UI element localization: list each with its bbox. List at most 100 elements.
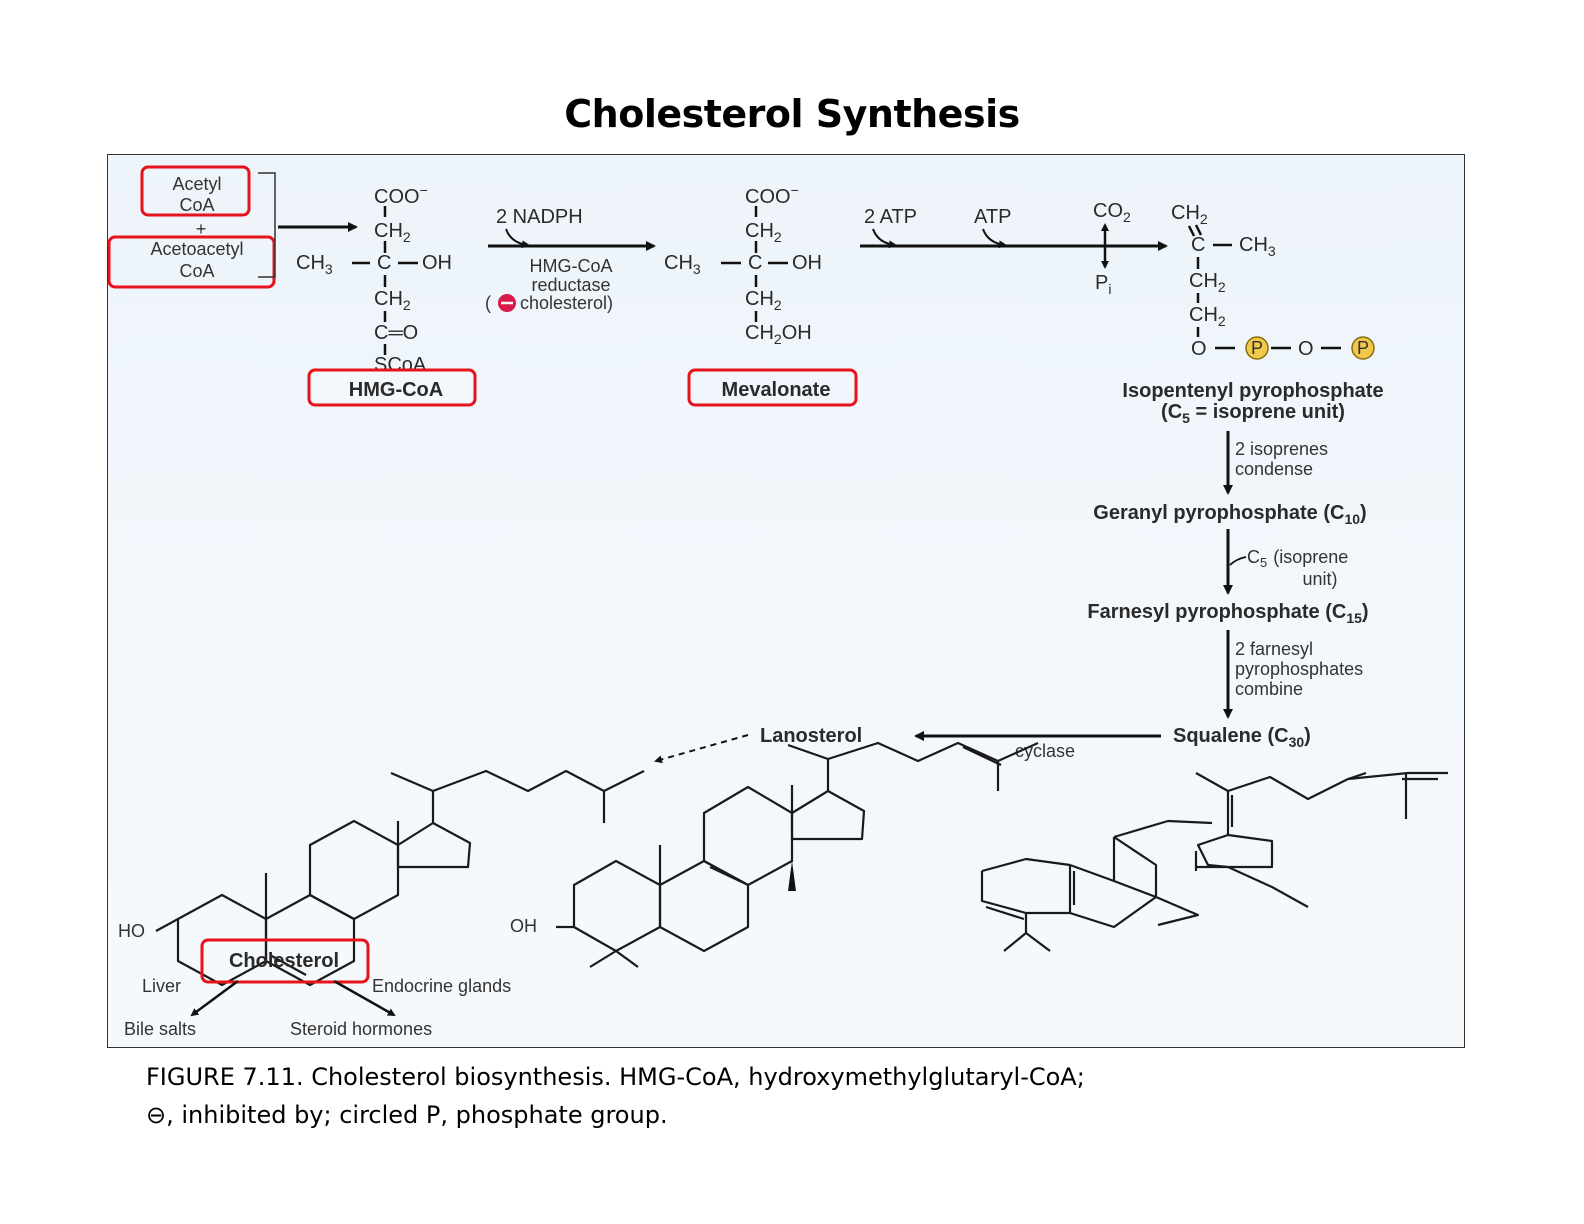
arrow-to-steroid-hormones — [333, 979, 396, 1017]
hmg-ch2b: CH — [374, 288, 403, 310]
hmg-coo: COO — [374, 186, 420, 208]
ipp-ch2-top-sub: 2 — [1200, 211, 1208, 227]
step4-sub: 5 — [1260, 555, 1267, 570]
step3-line1: 2 isoprenes — [1235, 439, 1328, 459]
mev-ch2b-sub: 2 — [774, 297, 782, 313]
cholesterol-structure: HO — [118, 769, 645, 987]
step5-line2: pyrophosphates — [1235, 659, 1363, 679]
squalene-chain-top — [1195, 771, 1367, 801]
cyclase-label: cyclase — [1015, 741, 1075, 761]
svg-text:Farnesyl pyrophosphate (C15): Farnesyl pyrophosphate (C15) — [1087, 601, 1368, 626]
lanosterol-ring-b — [658, 859, 750, 953]
dashed-arrow-to-cholesterol — [654, 734, 749, 764]
enzyme-name-2: reductase — [531, 275, 610, 295]
step4-isoprene: (isoprene — [1273, 547, 1348, 567]
mev-ch2oh: CH — [745, 322, 774, 344]
inhibitor-open-paren: ( — [485, 293, 491, 313]
lanosterol-ring-d — [790, 789, 866, 841]
hmg-label-backing — [312, 371, 472, 403]
mevalonate-structure: COO− CH2 CH3 C OH CH2 CH2OH Mevalonate — [664, 182, 858, 407]
pi-sub: i — [1108, 281, 1111, 297]
input-bracket — [258, 172, 276, 278]
lanosterol-structure: OH — [510, 741, 1039, 968]
svg-text:CH3: CH3 — [1239, 234, 1276, 259]
ipp-p2: P — [1357, 338, 1369, 358]
plus-sign: + — [196, 219, 207, 239]
farnesyl-label: Farnesyl pyrophosphate (C — [1087, 601, 1346, 623]
ipp-ch2a: CH — [1189, 270, 1218, 292]
steroid-hormones-label: Steroid hormones — [290, 1019, 432, 1039]
lanosterol-oh: OH — [510, 916, 537, 936]
svg-text:Geranyl pyrophosphate (C10): Geranyl pyrophosphate (C10) — [1093, 502, 1366, 527]
inhibitor-cholesterol: cholesterol) — [520, 293, 613, 313]
ipp-c: C — [1191, 234, 1205, 256]
mev-coo-charge: − — [791, 182, 799, 198]
mev-ch2a: CH — [745, 220, 774, 242]
svg-text:CH2: CH2 — [374, 220, 411, 245]
acetoacetyl-coa-label: CoA — [179, 261, 214, 281]
geranyl-sub: 10 — [1344, 511, 1360, 527]
svg-text:Squalene (C30): Squalene (C30) — [1173, 725, 1311, 750]
cholesterol-label: Cholesterol — [229, 950, 339, 972]
squalene-sub: 30 — [1289, 734, 1305, 750]
acetyl-coa-label: CoA — [179, 195, 214, 215]
svg-text:CH3: CH3 — [664, 252, 701, 277]
svg-text:COO−: COO− — [745, 182, 799, 208]
hmg-ch2b-sub: 2 — [403, 297, 411, 313]
squalene-structure — [980, 771, 1448, 952]
svg-text:CH2: CH2 — [1171, 202, 1208, 227]
ipp-o1: O — [1191, 338, 1207, 360]
atp-label-2: ATP — [974, 206, 1011, 228]
endocrine-label: Endocrine glands — [372, 976, 511, 996]
svg-text:CH3: CH3 — [296, 252, 333, 277]
caption-line-1: FIGURE 7.11. Cholesterol biosynthesis. H… — [146, 1063, 1085, 1091]
atp-label-1: 2 ATP — [864, 206, 917, 228]
mev-ch3-sub: 3 — [693, 261, 701, 277]
mev-ch2a-sub: 2 — [774, 229, 782, 245]
step5-line3: combine — [1235, 679, 1303, 699]
mevalonate-highlight — [687, 368, 858, 407]
caption-line-2: ⊖, inhibited by; circled P, phosphate gr… — [146, 1101, 668, 1129]
hmg-ch3: CH — [296, 252, 325, 274]
svg-text:CH2: CH2 — [1189, 270, 1226, 295]
mevalonate-label: Mevalonate — [722, 379, 831, 401]
cholesterol-ring-c — [308, 819, 400, 921]
pathway-figure: Acetyl CoA + Acetoacetyl CoA COO− CH2 CH… — [107, 154, 1465, 1048]
step4-unit: unit) — [1302, 569, 1337, 589]
bile-salts-label: Bile salts — [124, 1019, 196, 1039]
enzyme-name-1: HMG-CoA — [529, 256, 612, 276]
hmg-reductase-step: 2 NADPH HMG-CoA reductase ( cholesterol) — [485, 206, 656, 313]
hmg-central-c: C — [377, 252, 391, 274]
figure-caption: FIGURE 7.11. Cholesterol biosynthesis. H… — [146, 1058, 1085, 1134]
pi-label: P — [1095, 272, 1108, 294]
atp1-curve-arrow — [872, 228, 897, 249]
ipp-structure: CH2 C CH3 CH2 CH2 O P O P Isopentenyl py… — [1122, 202, 1383, 426]
ipp-p1: P — [1251, 338, 1263, 358]
cholesterol-ho: HO — [118, 921, 145, 941]
liver-label: Liver — [142, 976, 181, 996]
mev-central-c: C — [748, 252, 762, 274]
hmg-ch2a: CH — [374, 220, 403, 242]
mev-ch2oh-oh: OH — [782, 322, 812, 344]
hmg-coa-label: HMG-CoA — [349, 379, 443, 401]
geranyl-label: Geranyl pyrophosphate (C — [1093, 502, 1344, 524]
phosphate-circle-1 — [1245, 336, 1269, 360]
hmg-coo-charge: − — [420, 182, 428, 198]
input-substrates: Acetyl CoA + Acetoacetyl CoA — [108, 165, 358, 289]
isoprenoid-pathway: 2 isoprenes condense Geranyl pyrophospha… — [654, 431, 1369, 764]
hmg-coa-structure: COO− CH2 CH3 C OH CH2 C═O SCoA HMG-CoA — [296, 182, 477, 407]
svg-text:CH2OH: CH2OH — [745, 322, 812, 347]
co2-sub: 2 — [1123, 209, 1131, 225]
svg-text:Pi: Pi — [1095, 272, 1111, 297]
ipp-ch2a-sub: 2 — [1218, 279, 1226, 295]
ipp-label2-a: (C — [1161, 401, 1182, 423]
mev-ch2b: CH — [745, 288, 774, 310]
hmg-carbonyl: C═O — [374, 322, 418, 344]
cholesterol-fate: Cholesterol Liver Endocrine glands Bile … — [124, 938, 511, 1039]
acetyl-label: Acetyl — [172, 174, 221, 194]
co2-label: CO — [1093, 200, 1123, 222]
step5-line1: 2 farnesyl — [1235, 639, 1313, 659]
ipp-ch3-sub: 3 — [1268, 243, 1276, 259]
svg-text:(C5 = isoprene unit): (C5 = isoprene unit) — [1161, 401, 1345, 426]
hmg-coa-highlight — [307, 368, 477, 407]
